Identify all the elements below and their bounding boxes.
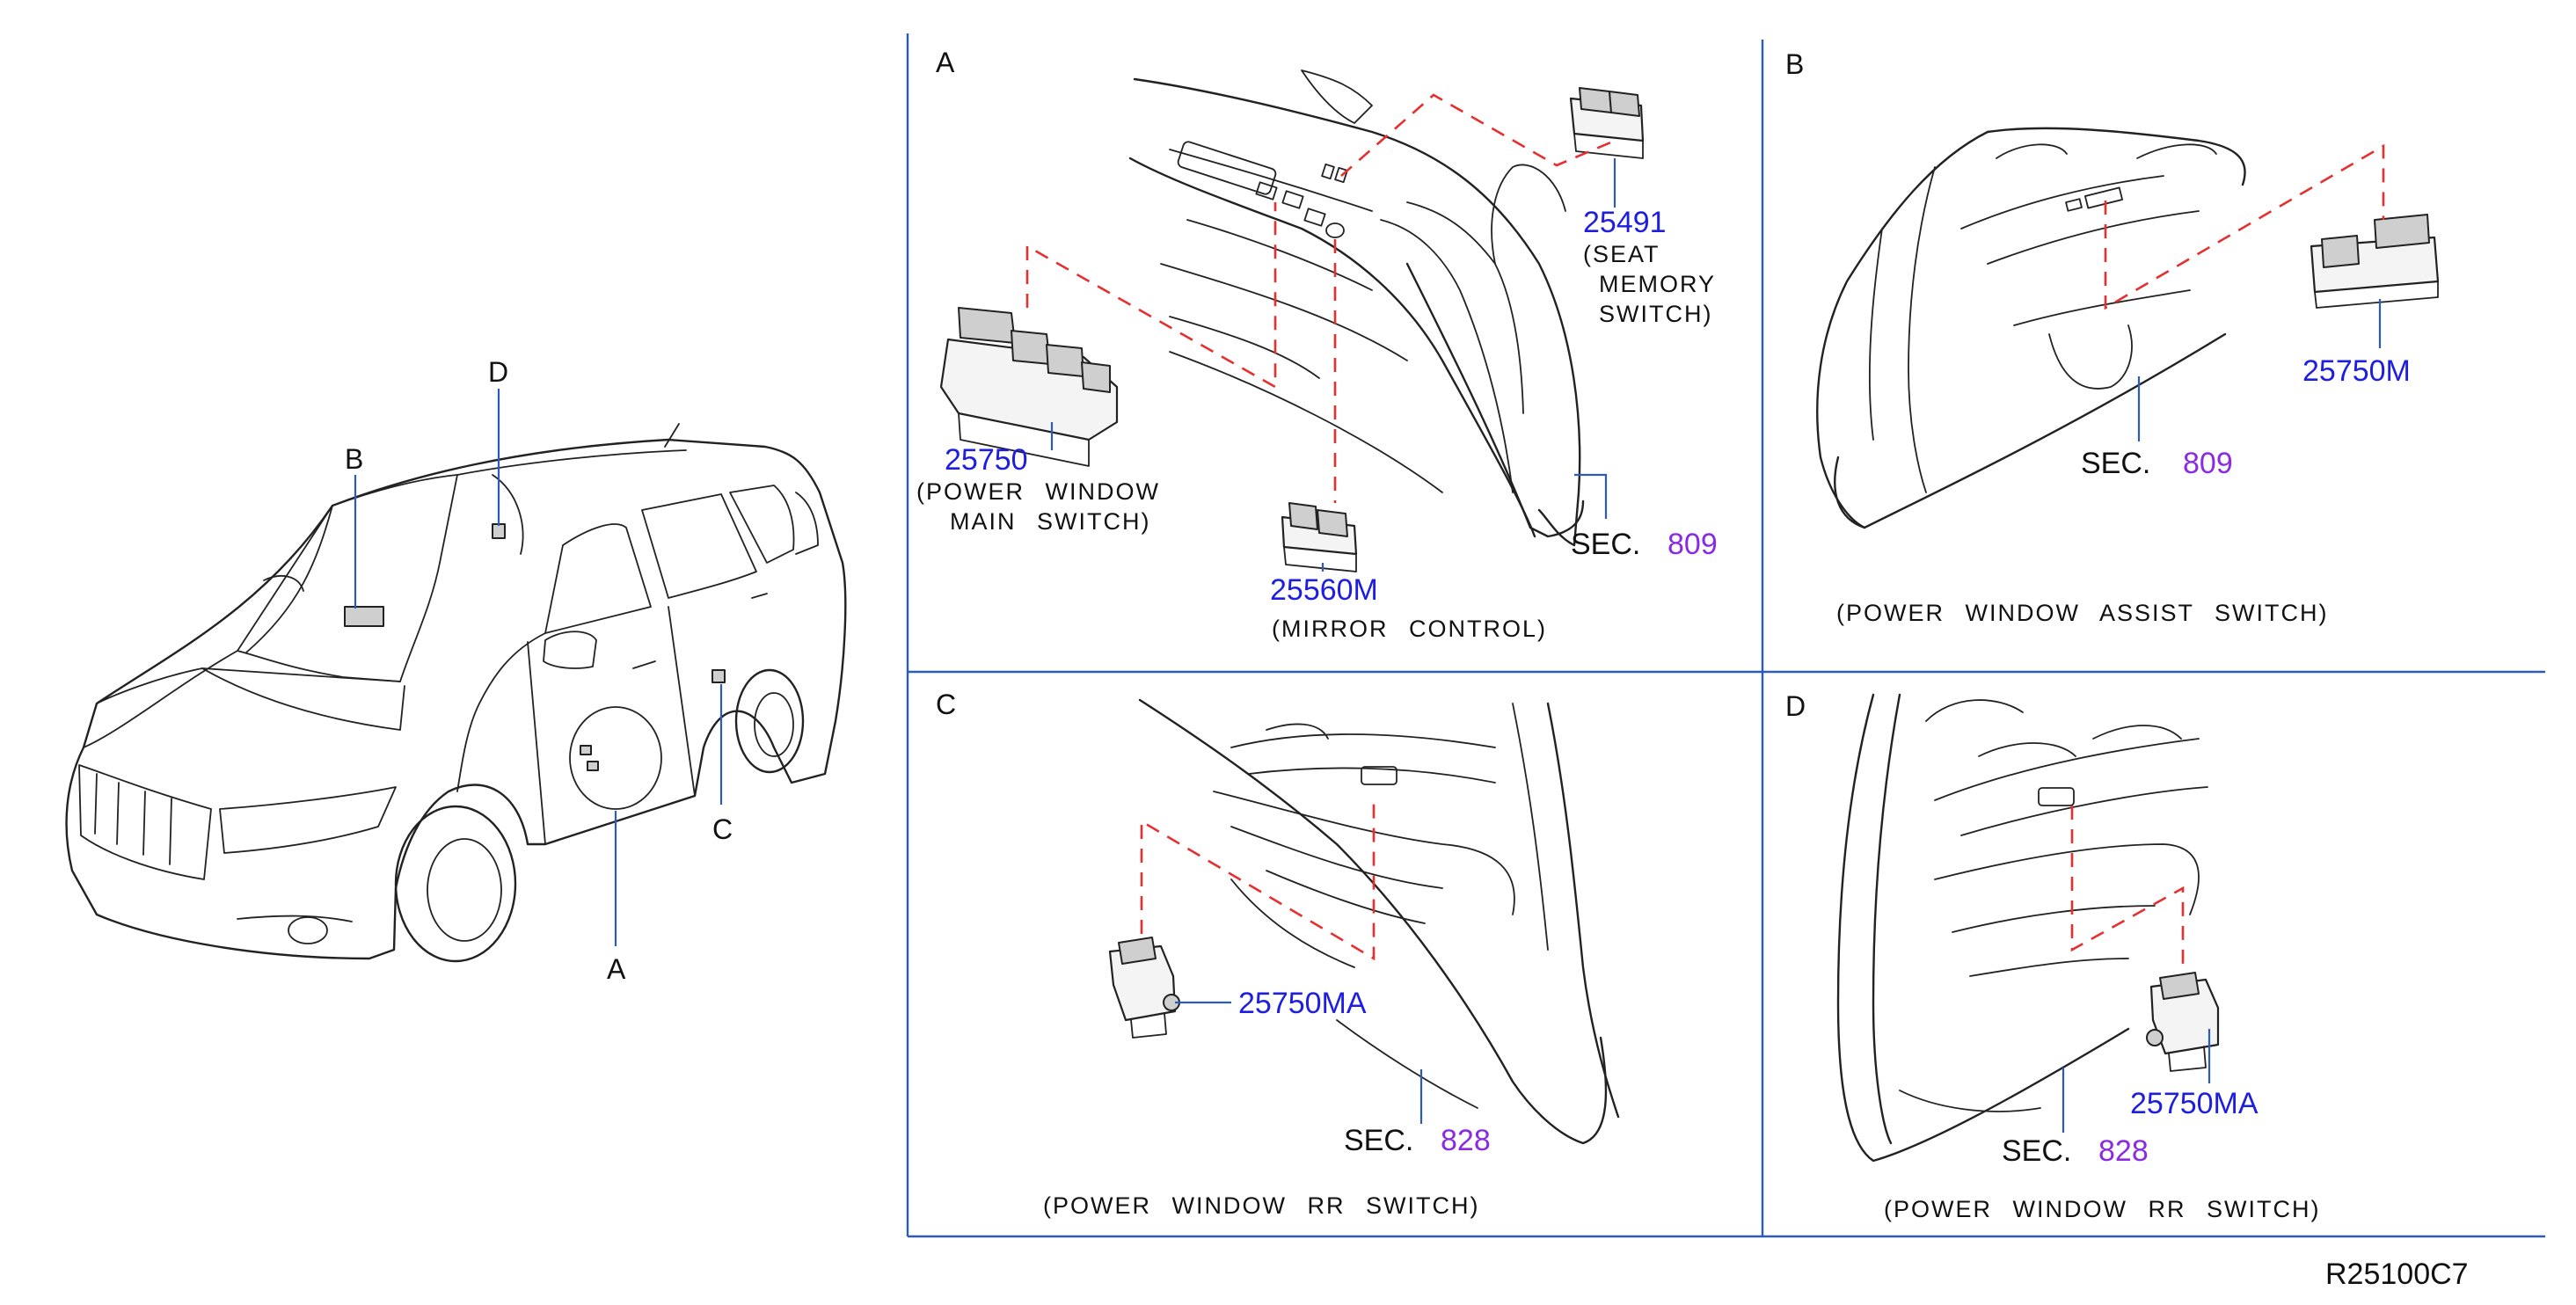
section-d-prefix: SEC. [2002,1134,2071,1168]
vehicle-illustration [65,423,847,963]
section-c-number: 828 [1441,1124,1491,1157]
panel-b-guides [2104,143,2385,441]
panel-c-door-drawing [1138,698,1620,1145]
panel-label-c: C [936,689,956,720]
panel-label-b: B [1785,48,1804,80]
panel-d-door-drawing [1836,693,2208,1163]
assist-switch-number: 25750M [2302,354,2411,388]
main-switch-desc-1: (POWER WINDOW [916,478,1160,505]
section-b-number: 809 [2183,447,2233,480]
vehicle-callouts [354,389,723,946]
vehicle-callout-b: B [345,443,363,475]
main-switch-part [939,307,1119,467]
section-c-prefix: SEC. [1344,1124,1413,1157]
vehicle-callout-a: A [607,953,626,985]
reference-code: R25100C7 [2325,1258,2469,1291]
mirror-control-number: 25560M [1270,573,1378,607]
vehicle-callout-c: C [712,813,733,845]
caption-c: (POWER WINDOW RR SWITCH) [1043,1192,1479,1219]
panel-label-a: A [936,47,955,78]
mirror-control-part [1281,502,1358,572]
panel-a-door-drawing [1128,69,1585,547]
seat-memory-desc-1: (SEAT [1583,241,1660,267]
seat-memory-switch-part [1569,87,1645,159]
caption-b: (POWER WINDOW ASSIST SWITCH) [1836,600,2329,626]
rr-switch-d-part [2146,972,2220,1072]
main-switch-desc-2: MAIN SWITCH) [950,508,1150,535]
section-a-prefix: SEC. [1571,528,1640,561]
section-d-number: 828 [2098,1134,2149,1168]
caption-d: (POWER WINDOW RR SWITCH) [1884,1196,2320,1222]
seat-memory-number: 25491 [1583,206,1667,239]
rr-switch-c-number: 25750MA [1238,987,1367,1020]
vehicle-callout-d: D [488,356,508,388]
panel-b-door-drawing [1816,127,2246,529]
assist-switch-part [2310,214,2440,309]
section-b-prefix: SEC. [2081,447,2150,480]
rr-switch-d-number: 25750MA [2130,1087,2259,1120]
section-a-number: 809 [1667,528,1718,561]
main-switch-number: 25750 [945,443,1028,477]
panel-label-d: D [1785,690,1806,722]
panel-c-guides [1140,802,1423,1124]
panel-a-guides [1025,93,1616,572]
seat-memory-desc-3: SWITCH) [1599,301,1712,327]
mirror-control-desc: (MIRROR CONTROL) [1272,616,1547,642]
panel-d-guides [2062,806,2211,1133]
panel-frame [906,33,2545,1238]
seat-memory-desc-2: MEMORY [1599,271,1716,297]
rr-switch-c-part [1108,937,1180,1039]
